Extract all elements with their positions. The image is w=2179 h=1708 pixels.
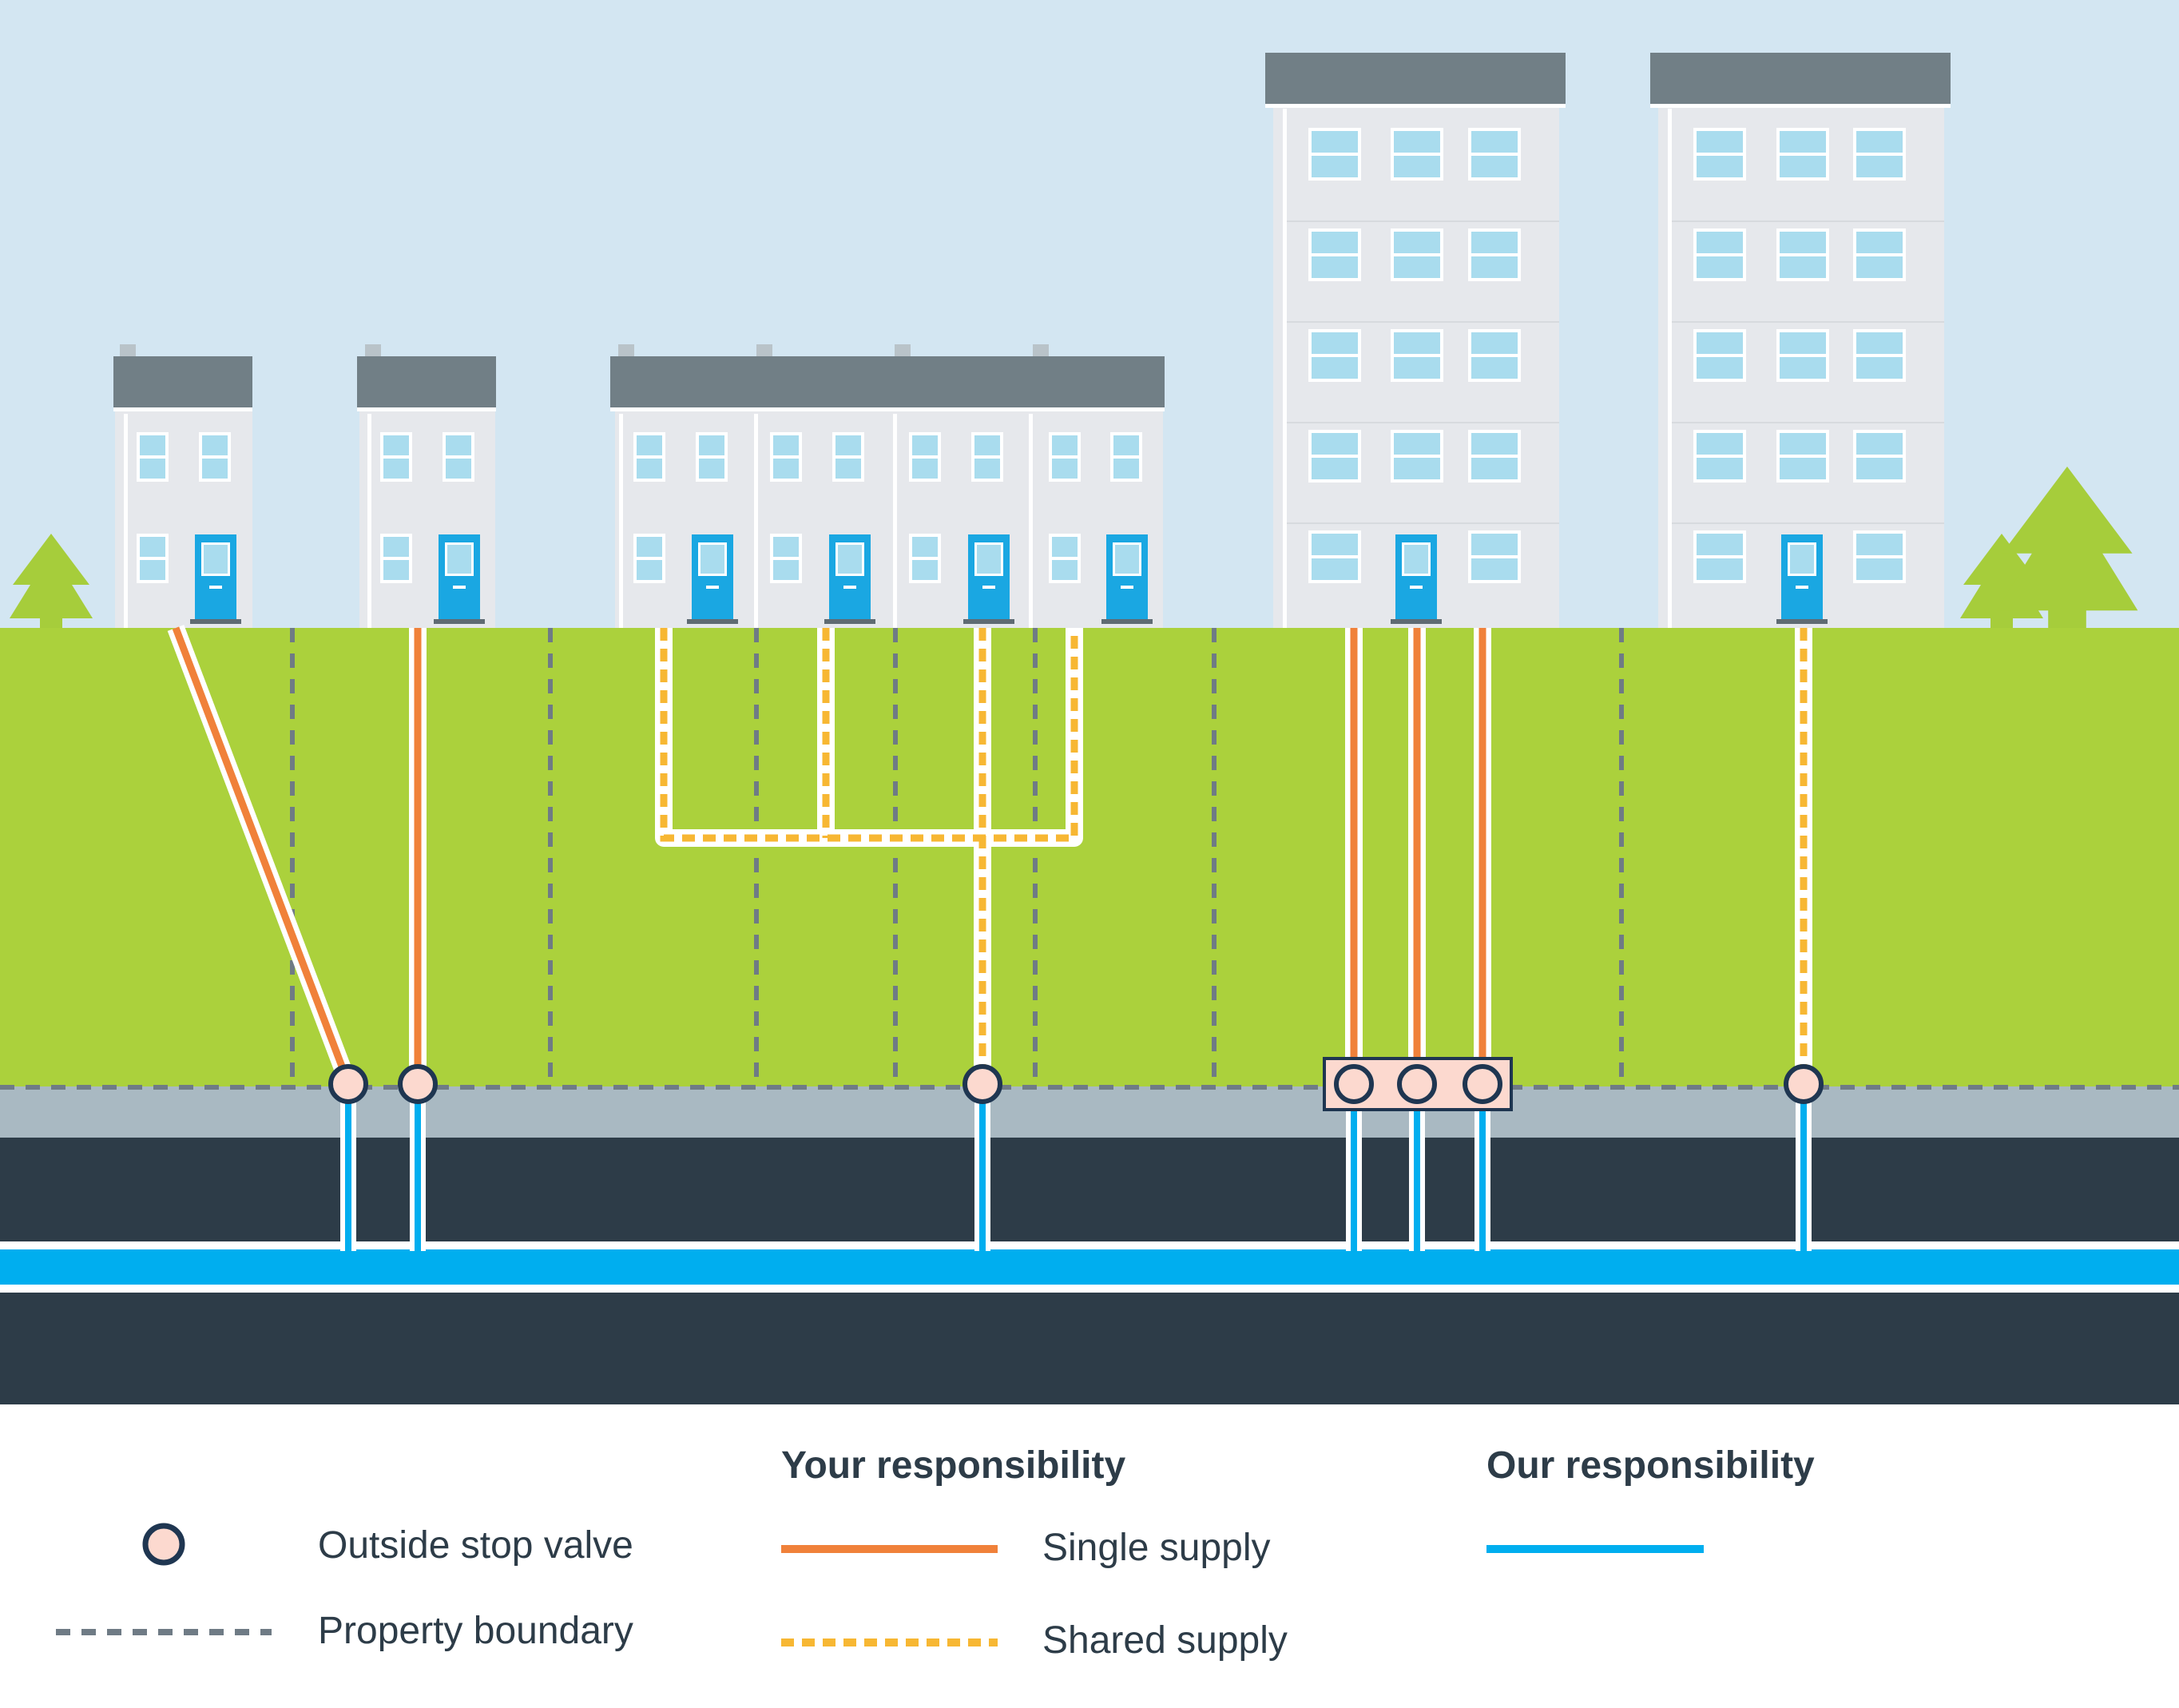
circle-valve-icon bbox=[328, 1064, 368, 1104]
pavement bbox=[0, 1086, 2179, 1139]
circle-valve-icon bbox=[1784, 1064, 1824, 1104]
stop-valves bbox=[328, 1064, 1824, 1104]
circle-valve-icon bbox=[1463, 1064, 1502, 1104]
circle-valve-icon bbox=[962, 1064, 1002, 1104]
apartment-building-icon bbox=[1265, 53, 1566, 628]
circle-valve-icon bbox=[142, 1523, 185, 1566]
circle-valve-icon bbox=[1334, 1064, 1374, 1104]
legend-your-responsibility-heading: Your responsibility bbox=[781, 1444, 1125, 1487]
apartment-building-icon bbox=[1650, 53, 1951, 628]
grass bbox=[0, 628, 2179, 1086]
single-supply-pipes bbox=[167, 625, 1491, 1086]
shared-supply-pipes bbox=[655, 628, 1812, 1083]
circle-valve-icon bbox=[1397, 1064, 1437, 1104]
legend-boundary-label: Property boundary bbox=[318, 1610, 633, 1652]
legend-our-responsibility-heading: Our responsibility bbox=[1486, 1444, 1815, 1487]
legend-single-supply-label: Single supply bbox=[1042, 1527, 1271, 1569]
water-main bbox=[0, 1241, 2179, 1293]
house-icon bbox=[357, 344, 496, 628]
legend-valve-label: Outside stop valve bbox=[318, 1524, 633, 1567]
circle-valve-icon bbox=[398, 1064, 438, 1104]
legend-shared-supply-label: Shared supply bbox=[1042, 1619, 1288, 1662]
legend: Outside stop valve Property boundary You… bbox=[56, 1444, 1815, 1662]
house-icon bbox=[113, 344, 252, 628]
terrace-houses bbox=[610, 344, 1165, 628]
